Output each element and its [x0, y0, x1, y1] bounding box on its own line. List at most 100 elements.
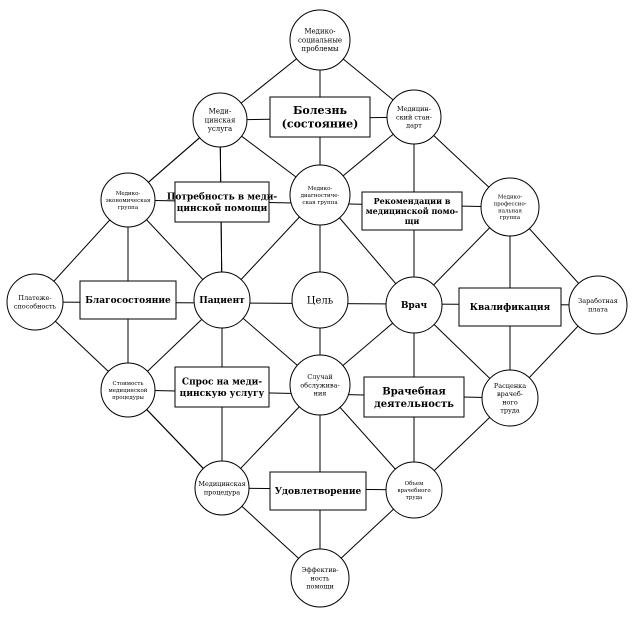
node-qualification: Квалификация — [458, 287, 562, 327]
node-label-line: деятельность — [374, 399, 454, 410]
node-circle — [290, 548, 350, 608]
node-label-line: Медико- — [116, 191, 141, 197]
node-circle — [192, 92, 248, 148]
node-label-line: нальная — [498, 208, 522, 214]
node-circle — [480, 177, 540, 237]
node-label-line: Удовлетворение — [275, 487, 362, 497]
node-label-line: Стоимость — [113, 381, 144, 387]
node-label-line: Благосостояние — [85, 296, 171, 306]
node-circle — [289, 9, 351, 71]
node-label-line: Медико- — [498, 195, 523, 201]
node-label-line: способность — [14, 302, 57, 310]
node-label-line: (состояние) — [282, 118, 359, 131]
node-label-line: труда — [500, 406, 520, 414]
node-label-line: цинская — [205, 116, 236, 124]
node-label-line: социальные — [298, 36, 342, 44]
node-label-line: экономическая — [106, 198, 151, 204]
node-meddiag-group: Медико-диагностиче-ская группа — [289, 164, 351, 226]
node-label-line: обслужива- — [300, 381, 339, 389]
node-circle — [385, 461, 443, 519]
node-label-line: Объем — [405, 480, 425, 487]
node-label-line: Эффектив- — [302, 566, 339, 574]
node-circle — [100, 362, 156, 418]
node-label-line: Врач — [401, 301, 428, 311]
node-circle — [481, 369, 539, 427]
node-label-line: процедуры — [112, 395, 144, 401]
node-satisfaction: Удовлетворение — [269, 471, 367, 511]
node-label-line: Случай — [307, 373, 332, 381]
node-label-line: Пациент — [199, 296, 245, 306]
node-label-line: ность — [310, 574, 329, 582]
node-label-line: Квалификация — [470, 303, 551, 313]
node-circle — [193, 271, 251, 329]
node-goal: Цель — [291, 271, 349, 329]
node-circle — [386, 89, 442, 145]
node-bolezn: Болезнь(состояние) — [269, 96, 371, 138]
node-label-line: Платеже- — [18, 294, 51, 302]
node-label-line: ния — [314, 389, 327, 397]
node-label-line: Цель — [307, 296, 334, 307]
node-label-line: Медико- — [308, 186, 333, 192]
node-label-line: профессио- — [493, 200, 526, 207]
node-label-line: Меди- — [209, 108, 232, 116]
node-label-line: Спрос на меди- — [182, 378, 262, 388]
node-box — [458, 287, 562, 327]
node-patient: Пациент — [193, 271, 251, 329]
node-doctor-activity: Врачебная деятельность — [363, 376, 465, 418]
node-label-line: труда — [406, 495, 423, 501]
node-box — [174, 366, 270, 408]
node-circle — [6, 273, 64, 331]
node-label-line: врачеб- — [497, 390, 523, 398]
node-doctor: Врач — [385, 276, 443, 334]
node-box — [269, 471, 367, 511]
node-label-line: цинской помощи — [177, 203, 268, 214]
node-label-line: плата — [588, 305, 608, 313]
node-demand: Спрос на меди-цинскую услугу — [174, 366, 270, 408]
node-label-line: услуга — [208, 125, 232, 133]
node-box — [361, 191, 463, 231]
node-circle — [289, 164, 351, 226]
node-label-line: цинскую услугу — [180, 389, 265, 399]
node-box — [79, 280, 177, 320]
node-label-line: Потребность в меди- — [167, 192, 278, 203]
node-label-line: Медицинская — [198, 480, 245, 488]
node-label-line: медицинской — [109, 388, 148, 394]
node-box — [269, 96, 371, 138]
node-circle — [568, 275, 628, 335]
node-need: Потребность в меди-цинской помощи — [167, 181, 278, 223]
node-label-line: ного — [502, 398, 518, 406]
node-label-line: проблемы — [301, 45, 339, 53]
node-label-line: Болезнь — [293, 104, 348, 117]
node-circle — [291, 271, 349, 329]
node-label-line: диагностиче- — [301, 193, 340, 199]
node-label-line: Медико- — [304, 28, 336, 36]
node-circle — [289, 354, 351, 416]
node-label-line: ская группа — [302, 200, 338, 206]
node-label-line: медицинской помо- — [366, 206, 459, 216]
node-label-line: ский стан- — [396, 113, 432, 121]
node-label-line: процедура — [204, 488, 240, 496]
node-med-standard: Медицин-ский стан-дарт — [386, 89, 442, 145]
node-label-line: помощи — [306, 582, 334, 590]
node-label-line: группа — [118, 205, 139, 211]
node-label-line: Заработная — [578, 297, 618, 305]
node-label-line: Врачебная — [382, 386, 446, 397]
node-label-line: дарт — [406, 121, 422, 129]
node-label-line: щи — [405, 216, 420, 226]
node-box — [363, 376, 465, 418]
node-label-line: Медицин- — [397, 105, 431, 113]
node-circle — [385, 276, 443, 334]
node-label-line: группа — [500, 215, 521, 221]
